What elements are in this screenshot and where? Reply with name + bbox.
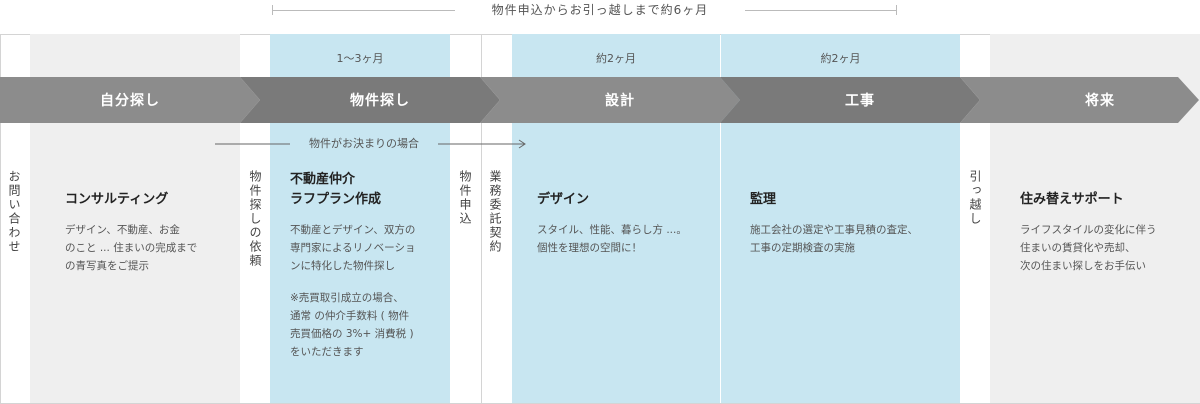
step-moving: 引っ越し bbox=[968, 170, 982, 226]
title-line: ラフプラン作成 bbox=[290, 192, 382, 207]
desc-paragraph: デザイン、不動産、お金 のこと ... 住まいの完成まで の青写真をご提示 bbox=[65, 221, 235, 275]
desc-paragraph: ※売買取引成立の場合、 通常 の仲介手数料 ( 物件 売買価格の 3%+ 消費税… bbox=[290, 289, 448, 361]
service-title-support: 住み替えサポート bbox=[1020, 190, 1124, 210]
stage-label-construction: 工事 bbox=[845, 93, 875, 109]
desc-line: ンに特化した物件探し bbox=[290, 260, 395, 272]
desc-line: 工事の定期検査の実施 bbox=[750, 242, 855, 254]
step-inquiry: お問い合わせ bbox=[7, 170, 21, 254]
stage-arrow-construction bbox=[720, 77, 980, 123]
bracket-tick-right bbox=[896, 5, 897, 15]
title-line: デザイン bbox=[537, 192, 590, 207]
desc-line: 住まいの賃貸化や売却、 bbox=[1020, 242, 1136, 254]
desc-paragraph: スタイル、性能、暮らし方 ...。 個性を理想の空間に！ bbox=[537, 221, 717, 257]
stage-arrow-band bbox=[0, 77, 1199, 123]
title-line: 住み替えサポート bbox=[1020, 192, 1124, 207]
desc-paragraph: 施工会社の選定や工事見積の査定、 工事の定期検査の実施 bbox=[750, 221, 955, 257]
service-desc-support: ライフスタイルの変化に伴う 住まいの賃貸化や売却、 次の住まい探しをお手伝い bbox=[1020, 221, 1195, 289]
desc-line: 専門家によるリノベーショ bbox=[290, 242, 416, 254]
service-title-brokerage: 不動産仲介 ラフプラン作成 bbox=[290, 170, 381, 210]
period-label-construction: 約2ヶ月 bbox=[820, 52, 861, 65]
title-line: 不動産仲介 bbox=[290, 172, 356, 187]
desc-line: デザイン、不動産、お金 bbox=[65, 224, 180, 236]
desc-line: 通常 の仲介手数料 ( 物件 bbox=[290, 310, 410, 322]
desc-line: のこと ... 住まいの完成まで bbox=[65, 242, 198, 254]
service-desc-consulting: デザイン、不動産、お金 のこと ... 住まいの完成まで の青写真をご提示 bbox=[65, 221, 235, 289]
stage-arrow-design bbox=[480, 77, 740, 123]
desc-line: 不動産とデザイン、双方の bbox=[290, 224, 416, 236]
period-label-design: 約2ヶ月 bbox=[596, 52, 636, 65]
desc-line: ライフスタイルの変化に伴う bbox=[1020, 224, 1157, 236]
desc-line: をいただきます bbox=[290, 346, 364, 358]
desc-line: 施工会社の選定や工事見積の査定、 bbox=[750, 224, 918, 236]
divider bbox=[0, 34, 1, 404]
desc-paragraph: ライフスタイルの変化に伴う 住まいの賃貸化や売却、 次の住まい探しをお手伝い bbox=[1020, 221, 1195, 275]
desc-line: ※売買取引成立の場合、 bbox=[290, 292, 404, 304]
stage-label-property: 物件探し bbox=[350, 93, 410, 109]
service-title-design: デザイン bbox=[537, 190, 589, 210]
step-property-request: 物件探しの依頼 bbox=[248, 170, 262, 268]
stage-arrow-property bbox=[240, 77, 500, 123]
desc-line: 次の住まい探しをお手伝い bbox=[1020, 260, 1146, 272]
shortcut-arrow-label: 物件がお決まりの場合 bbox=[309, 137, 419, 150]
divider bbox=[481, 34, 482, 404]
step-application: 物件申込 bbox=[458, 170, 472, 226]
stage-label-future: 将来 bbox=[1085, 93, 1115, 109]
stage-arrow-future bbox=[960, 77, 1199, 123]
service-desc-supervision: 施工会社の選定や工事見積の査定、 工事の定期検査の実施 bbox=[750, 221, 955, 271]
title-line: 監理 bbox=[750, 192, 777, 207]
service-desc-brokerage: 不動産とデザイン、双方の 専門家によるリノベーショ ンに特化した物件探し ※売買… bbox=[290, 221, 448, 375]
stage-label-design: 設計 bbox=[605, 93, 635, 109]
total-duration-label: 物件申込からお引っ越しまで約6ヶ月 bbox=[455, 0, 745, 20]
step-contract: 業務委託契約 bbox=[488, 170, 502, 254]
stage-label-self: 自分探し bbox=[100, 93, 160, 109]
desc-line: 個性を理想の空間に！ bbox=[537, 242, 642, 254]
service-desc-design: スタイル、性能、暮らし方 ...。 個性を理想の空間に！ bbox=[537, 221, 717, 271]
desc-paragraph: 不動産とデザイン、双方の 専門家によるリノベーショ ンに特化した物件探し bbox=[290, 221, 448, 275]
stage-arrow-self bbox=[0, 77, 260, 123]
desc-line: の青写真をご提示 bbox=[65, 260, 149, 272]
period-label-search: 1〜3ヶ月 bbox=[336, 52, 384, 65]
service-title-consulting: コンサルティング bbox=[65, 190, 168, 210]
title-line: コンサルティング bbox=[65, 192, 169, 207]
shortcut-arrow bbox=[215, 139, 526, 149]
desc-line: 売買価格の 3%+ 消費税 ) bbox=[290, 328, 414, 340]
service-title-supervision: 監理 bbox=[750, 190, 776, 210]
desc-line: スタイル、性能、暮らし方 ...。 bbox=[537, 224, 687, 236]
